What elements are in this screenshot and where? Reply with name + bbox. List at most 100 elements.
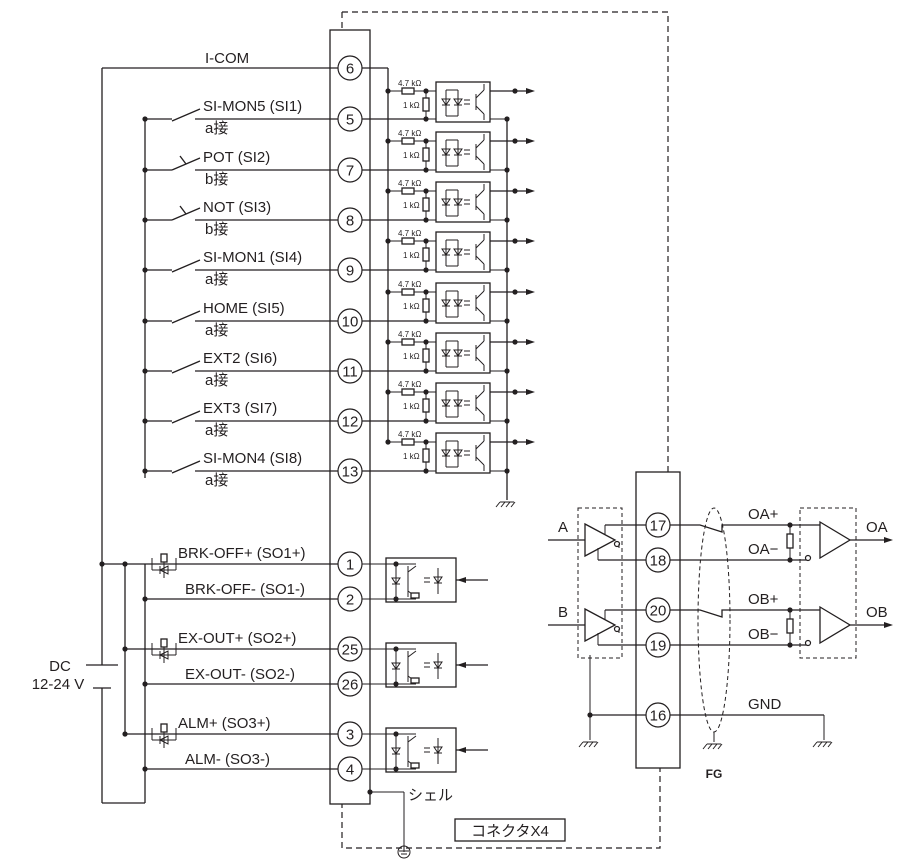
input-contact-2: b接 [205, 221, 228, 238]
input-optocoupler [435, 81, 491, 123]
shell-junction [367, 789, 373, 795]
resistor-1k [422, 298, 430, 313]
drive-arrow [457, 747, 466, 753]
resistor-4k7 [401, 87, 415, 95]
signal-arrow [526, 88, 535, 94]
out-junction [393, 731, 399, 737]
input-contact-4: a接 [205, 322, 228, 339]
transistor-collector [475, 189, 485, 199]
receiver-ground-hatch [817, 741, 823, 748]
switch-b-stop [179, 155, 187, 165]
twisted-pair-shield [697, 507, 731, 733]
encoder-oa_minus: OA− [748, 541, 779, 558]
common-junction [385, 88, 391, 94]
resistor-1k [422, 247, 430, 262]
output-plus-label-2: ALM+ (SO3+) [178, 715, 271, 732]
encoder-ob_minus: OB− [748, 626, 779, 643]
left-bus-junction [142, 368, 148, 374]
r-junction [423, 88, 429, 94]
output-plus-label-0: BRK-OFF+ (SO1+) [178, 545, 306, 562]
resistor-4k7 [401, 137, 415, 145]
input-contact-5: a接 [205, 372, 228, 389]
r-junction [423, 238, 429, 244]
pin-16: 16 [650, 708, 667, 725]
pin-4: 4 [346, 762, 354, 779]
input-name-3: SI-MON1 (SI4) [203, 249, 302, 266]
encoder-oa_plus: OA+ [748, 506, 779, 523]
enclosure-dashed-bottom [341, 12, 661, 849]
pin-18: 18 [650, 553, 667, 570]
resistor-1k-label: 1 kΩ [403, 151, 420, 160]
zener-diode [391, 662, 401, 670]
resistor-4k7 [401, 288, 415, 296]
resistor-4k7-label: 4.7 kΩ [398, 430, 421, 439]
resistor-4k7-label: 4.7 kΩ [398, 79, 421, 88]
shield-ground-hatch [717, 743, 723, 750]
switch-a-blade [171, 259, 201, 273]
out-junction [393, 681, 399, 687]
receiver-ground-hatch [812, 741, 818, 748]
transistor-collector [475, 340, 485, 350]
transistor-emitter [475, 306, 485, 316]
term-junction [787, 522, 793, 528]
rx-out-arrow [884, 537, 893, 543]
termination-resistor [786, 618, 794, 634]
left-bus-junction [142, 116, 148, 122]
input-optocoupler [435, 231, 491, 273]
output-minus-label-1: EX-OUT- (SO2-) [185, 666, 295, 683]
switch-b-stop [179, 205, 187, 215]
receiver-invert-bubble [804, 639, 812, 647]
input-contact-6: a接 [205, 422, 228, 439]
termination-resistor [786, 533, 794, 549]
resistor-1k-label: 1 kΩ [403, 402, 420, 411]
line-driver-0 [584, 522, 617, 558]
pin-25: 25 [342, 642, 359, 659]
drive-arrow [457, 662, 466, 668]
resistor-4k7-label: 4.7 kΩ [398, 330, 421, 339]
output-resistor [410, 677, 420, 684]
out-junction [512, 238, 518, 244]
term-junction [787, 642, 793, 648]
encoder-input-0: A [558, 519, 568, 536]
receiver-ground-hatch [822, 741, 828, 748]
enclosure-dashed-top [342, 11, 669, 472]
resistor-1k [422, 398, 430, 413]
transistor-collector [475, 290, 485, 300]
transistor-emitter [475, 456, 485, 466]
r-junction [423, 289, 429, 295]
transistor-emitter [475, 356, 485, 366]
encoder-input-1: B [558, 604, 568, 621]
power-label-voltage: 12-24 V [32, 676, 85, 693]
drive-arrow [457, 577, 466, 583]
transistor-collector [475, 139, 485, 149]
common-junction [385, 289, 391, 295]
term-junction [787, 607, 793, 613]
input-optocoupler [435, 332, 491, 374]
pin-11: 11 [342, 364, 358, 381]
line-receiver-1 [819, 605, 852, 645]
left-bus-junction [142, 418, 148, 424]
encoder-out_b: OB [866, 604, 888, 621]
encoder-ob_plus: OB+ [748, 591, 779, 608]
r-junction [423, 138, 429, 144]
input-name-1: POT (SI2) [203, 149, 270, 166]
transistor-collector [475, 239, 485, 249]
switch-a-blade [171, 460, 201, 474]
input-contact-1: b接 [205, 171, 228, 188]
twisted-pair-1 [670, 609, 740, 618]
input-ground-hatch [495, 501, 501, 508]
output-minus-label-0: BRK-OFF- (SO1-) [185, 581, 305, 598]
pin-20: 20 [650, 603, 667, 620]
shell-label: シェル [408, 787, 453, 804]
transistor-c [407, 735, 417, 743]
frame-ground-symbol [397, 845, 411, 859]
resistor-4k7 [401, 237, 415, 245]
driver-ground-hatch [578, 741, 584, 748]
transistor-emitter [475, 155, 485, 165]
left-bus-junction [142, 167, 148, 173]
input-optocoupler [435, 382, 491, 424]
pin-12: 12 [342, 414, 359, 431]
transistor-collector [475, 440, 485, 450]
resistor-1k-label: 1 kΩ [403, 101, 420, 110]
